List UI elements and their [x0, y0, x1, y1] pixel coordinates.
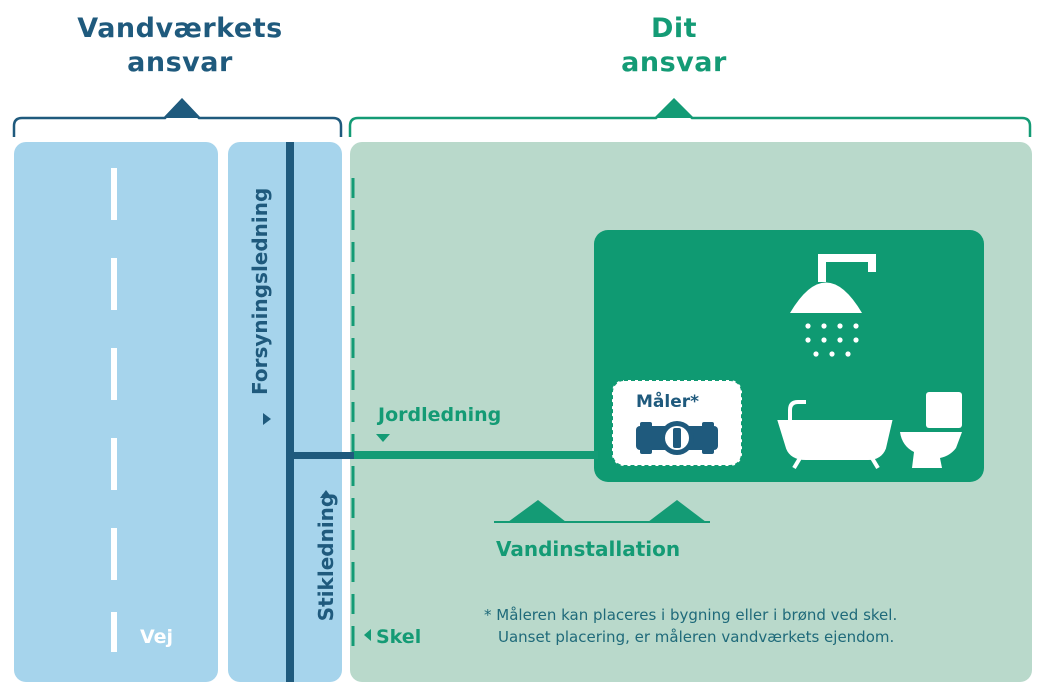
road-area	[14, 142, 218, 682]
bathtub-icon	[777, 400, 893, 470]
left-header-line2: ansvar	[127, 47, 233, 78]
left-header-line1: Vandværkets	[77, 13, 283, 44]
right-header-line1: Dit	[650, 13, 698, 44]
meter-label: Måler*	[636, 392, 700, 412]
ground-pipe	[354, 451, 598, 459]
left-bracket-arrow	[163, 98, 201, 118]
installation-arrow-right	[648, 500, 706, 522]
supply-arrow	[263, 413, 271, 425]
shower-icon	[790, 254, 876, 357]
toilet-icon	[900, 392, 962, 468]
supply-pipe-label: Forsyningsledning	[248, 187, 272, 395]
road-label: Vej	[140, 626, 174, 648]
water-meter-icon	[636, 421, 718, 455]
boundary-label: Skel	[376, 626, 422, 648]
right-header: Dit ansvar	[534, 12, 814, 80]
left-header: Vandværkets ansvar	[40, 12, 320, 80]
installation-arrow-left	[508, 500, 566, 522]
service-pipe	[290, 452, 354, 459]
boundary-arrow	[364, 629, 371, 641]
installation-label: Vandinstallation	[496, 537, 681, 561]
ground-pipe-label: Jordledning	[378, 404, 502, 426]
footnote-line1: * Måleren kan placeres i bygning eller i…	[484, 606, 898, 624]
service-pipe-label: Stikledning	[314, 492, 338, 622]
road-dashes	[111, 168, 117, 652]
supply-strip	[228, 142, 342, 682]
ground-arrow	[376, 434, 390, 442]
right-bracket-arrow	[654, 98, 694, 118]
right-bracket	[348, 98, 1032, 137]
service-arrow	[320, 490, 332, 498]
supply-pipe	[286, 142, 294, 682]
footnote-line2: Uanset placering, er måleren vandværkets…	[498, 628, 895, 646]
right-header-line2: ansvar	[621, 47, 727, 78]
